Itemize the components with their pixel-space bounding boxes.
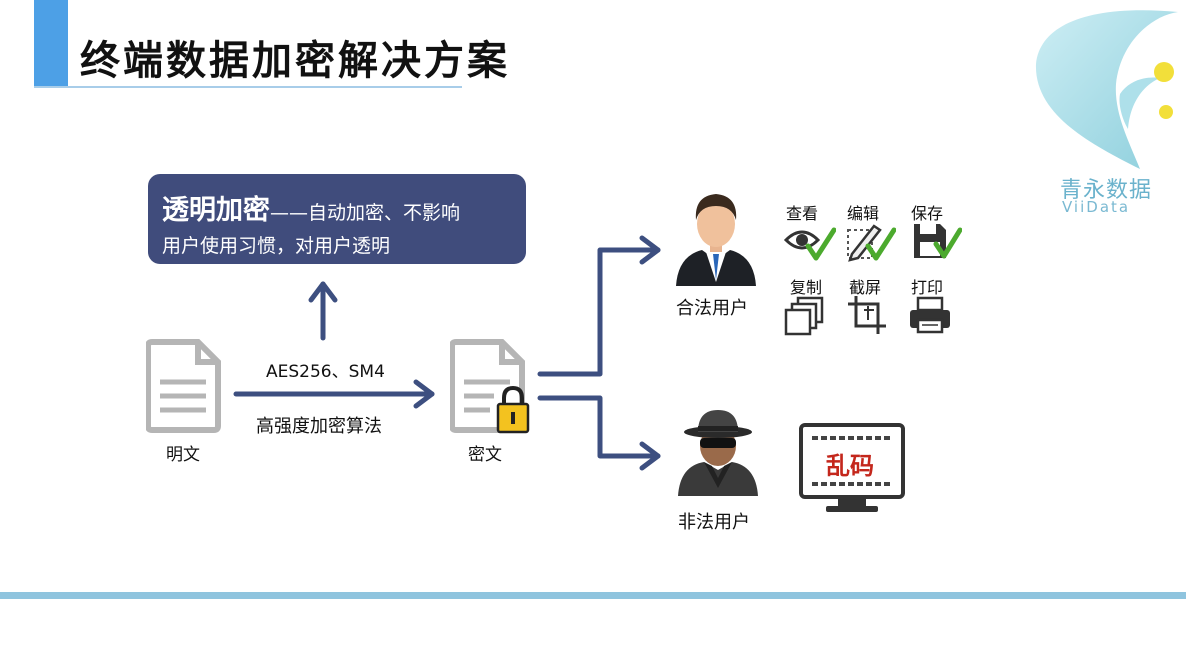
permission-view-label: 查看 (786, 204, 819, 223)
legal-arrowhead (639, 235, 661, 265)
crop-icon (848, 296, 886, 334)
title-accent-bar (34, 0, 68, 86)
transparent-encryption-callout: 透明加密——自动加密、不影响 用户使用习惯，对用户透明 (148, 174, 526, 264)
permission-copy-label: 复制 (790, 278, 823, 297)
printer-icon (910, 296, 950, 334)
legal-user-label: 合法用户 (676, 298, 748, 319)
padlock-icon (496, 385, 530, 434)
callout-text-line2: 用户使用习惯，对用户透明 (162, 235, 391, 257)
callout-heading: 透明加密 (162, 195, 270, 226)
eye-check-icon (784, 227, 836, 261)
permission-save-label: 保存 (911, 204, 944, 223)
permission-print-label: 打印 (911, 278, 944, 297)
plaintext-document-icon (146, 339, 221, 433)
algorithm-description: 高强度加密算法 (256, 416, 382, 437)
plaintext-label: 明文 (166, 445, 200, 465)
bottom-decorative-band (0, 592, 1186, 599)
floppy-check-icon (914, 224, 962, 259)
illegal-branch-arrow (537, 395, 661, 459)
illegal-user-label: 非法用户 (678, 512, 750, 533)
garbled-text: 乱码 (826, 452, 874, 480)
legal-branch-arrow (537, 247, 661, 377)
permission-screenshot-label: 截屏 (849, 278, 882, 297)
algorithm-names: AES256、SM4 (266, 362, 385, 382)
logo-chinese-name: 青永数据 (1060, 178, 1153, 203)
copy-icon (784, 296, 824, 336)
pencil-check-icon (847, 224, 896, 262)
viidata-logo-icon (1035, 10, 1178, 170)
illegal-arrowhead (639, 441, 661, 471)
logo-english-name: ViiData (1062, 198, 1131, 216)
encrypt-arrowhead (413, 379, 435, 409)
legal-user-icon (676, 194, 756, 286)
title-underline (34, 86, 462, 88)
permission-edit-label: 编辑 (847, 204, 880, 223)
ciphertext-label: 密文 (468, 445, 502, 465)
page-title: 终端数据加密解决方案 (80, 37, 510, 84)
up-arrowhead (308, 281, 338, 303)
callout-text: ——自动加密、不影响 (270, 202, 461, 224)
garbled-monitor-icon (799, 423, 905, 512)
illegal-user-icon (678, 410, 758, 496)
